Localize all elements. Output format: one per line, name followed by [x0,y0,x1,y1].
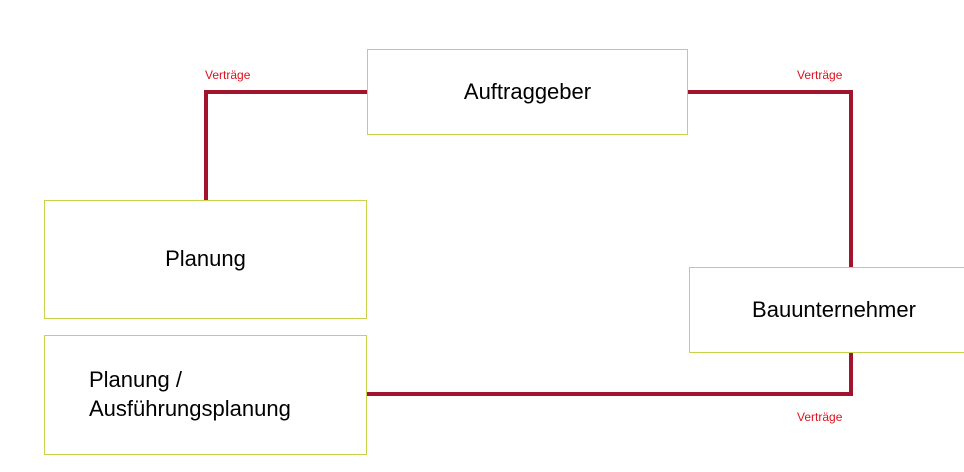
connector-auftraggeber-bauunternehmer [688,90,853,267]
planung-label: Planung [165,246,246,272]
connector-planung-auftraggeber [204,90,367,200]
auftraggeber-label: Auftraggeber [463,78,592,104]
ausfuehrungsplanung-label: Planung / Ausführungsplanung [89,367,291,421]
connector-ausfuehrung-bauunternehmer [367,353,853,396]
bauunternehmer-box: Bauunternehmer [689,267,964,353]
contract-label-bottom-right: Verträge [797,410,843,424]
contract-label-top-left: Verträge [205,68,251,82]
planung-box: Planung [44,200,367,319]
ausfuehrungsplanung-box: Planung / Ausführungsplanung [44,335,367,455]
contract-label-top-right: Verträge [797,68,843,82]
bauunternehmer-label: Bauunternehmer [752,296,916,322]
auftraggeber-box: Auftraggeber [367,49,688,135]
